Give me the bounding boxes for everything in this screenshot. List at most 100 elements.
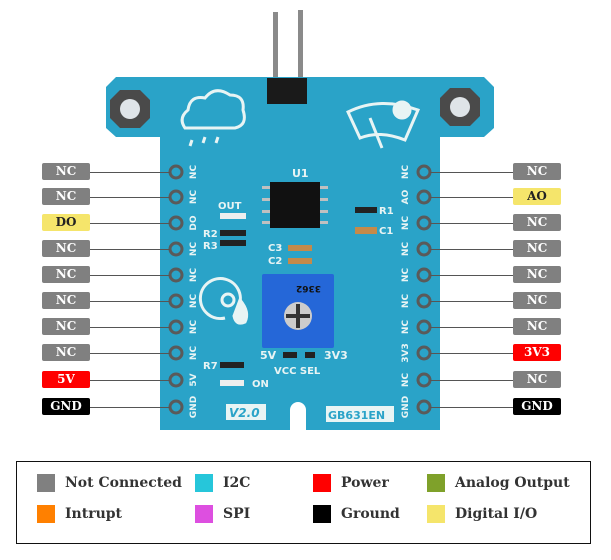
header-pin xyxy=(298,10,303,82)
header-housing xyxy=(267,78,307,104)
pin-label-left-8: NC xyxy=(42,344,90,361)
legend-label: I2C xyxy=(223,475,251,491)
pin-hole xyxy=(168,267,184,283)
silk-c3: C3 xyxy=(268,243,282,254)
silk-version: V2.0 xyxy=(229,406,260,420)
pin-leader-line xyxy=(90,327,170,328)
pin-label-right-5: NC xyxy=(513,266,561,283)
legend-item: I2C xyxy=(195,474,250,492)
capacitor-c2 xyxy=(288,258,312,264)
silk-pin-label: NC xyxy=(401,242,411,257)
pin-leader-line xyxy=(90,275,170,276)
pin-label-right-4: NC xyxy=(513,240,561,257)
silk-u1: U1 xyxy=(292,167,309,180)
silk-pot: 3362 xyxy=(296,283,321,293)
silk-c2: C2 xyxy=(268,256,282,267)
pin-leader-line xyxy=(90,407,170,408)
silk-r1: R1 xyxy=(379,206,394,217)
pin-leader-line xyxy=(90,301,170,302)
jumper-5v xyxy=(283,352,297,358)
legend-label: Analog Output xyxy=(455,475,570,491)
resistor-r1 xyxy=(355,207,377,213)
rain-cloud-icon xyxy=(180,89,246,147)
pin-hole xyxy=(168,345,184,361)
pin-leader-line xyxy=(430,327,513,328)
legend-label: Digital I/O xyxy=(455,506,538,522)
board-outline xyxy=(106,77,494,430)
jumper-3v3 xyxy=(305,352,315,358)
led-on xyxy=(220,380,244,386)
legend-item: Digital I/O xyxy=(427,505,537,523)
silk-pin-label: NC xyxy=(189,346,199,361)
legend-item: Not Connected xyxy=(37,474,182,492)
legend-swatch xyxy=(195,505,213,523)
silk-out: OUT xyxy=(218,201,242,212)
pin-leader-line xyxy=(430,249,513,250)
silk-pin-label: NC xyxy=(401,294,411,309)
legend-label: Ground xyxy=(341,506,400,522)
legend-item: Ground xyxy=(313,505,400,523)
pin-label-right-1: NC xyxy=(513,163,561,180)
header-pin xyxy=(273,12,278,82)
pin-hole xyxy=(416,399,432,415)
resistor-r3 xyxy=(220,240,246,246)
silk-pin-label: NC xyxy=(189,320,199,335)
sensor-board: U1 OUT R2 R3 R1 C1 C3 C2 3362 5V 3V3 VCC… xyxy=(106,10,494,430)
legend-swatch xyxy=(195,474,213,492)
capacitor-c3 xyxy=(288,245,312,251)
legend-swatch xyxy=(37,474,55,492)
pin-label-left-4: NC xyxy=(42,240,90,257)
pin-leader-line xyxy=(430,353,513,354)
silk-pin-label: 3V3 xyxy=(401,343,411,363)
pin-leader-line xyxy=(430,380,513,381)
pin-leader-line xyxy=(90,172,170,173)
pin-hole xyxy=(416,372,432,388)
silk-on: ON xyxy=(252,379,269,390)
silk-3v3: 3V3 xyxy=(324,349,348,362)
capacitor-c1 xyxy=(355,227,377,234)
pin-label-right-2: AO xyxy=(513,188,561,205)
pin-hole xyxy=(168,399,184,415)
pin-hole xyxy=(168,241,184,257)
legend-swatch xyxy=(427,474,445,492)
pin-leader-line xyxy=(430,223,513,224)
mounting-hole-left xyxy=(110,90,150,128)
pin-hole xyxy=(416,241,432,257)
silk-pin-label: NC xyxy=(189,242,199,257)
pin-leader-line xyxy=(430,172,513,173)
pin-hole xyxy=(416,189,432,205)
silk-pin-label: NC xyxy=(401,373,411,388)
pin-hole xyxy=(416,345,432,361)
pin-label-right-10: GND xyxy=(513,398,561,415)
pin-label-left-10: GND xyxy=(42,398,90,415)
silk-pin-label: GND xyxy=(189,396,199,418)
legend-label: Intrupt xyxy=(65,506,123,522)
pin-hole xyxy=(168,215,184,231)
gauge-water-icon xyxy=(198,277,249,325)
silk-vcc-sel: VCC SEL xyxy=(274,366,321,377)
silk-r2: R2 xyxy=(203,229,218,240)
pin-label-left-6: NC xyxy=(42,292,90,309)
pin-hole xyxy=(168,189,184,205)
silk-pin-label: DO xyxy=(189,215,199,230)
legend-item: SPI xyxy=(195,505,250,523)
pin-hole xyxy=(416,164,432,180)
silk-pin-label: GND xyxy=(401,396,411,418)
pin-hole xyxy=(168,372,184,388)
pin-label-left-9: 5V xyxy=(42,371,90,388)
resistor-r2 xyxy=(220,230,246,236)
silk-model: GB631EN xyxy=(328,409,385,422)
legend-swatch xyxy=(313,474,331,492)
silk-5v: 5V xyxy=(260,349,277,362)
silk-pin-label: 5V xyxy=(189,373,199,386)
pin-leader-line xyxy=(90,223,170,224)
wiper-icon xyxy=(346,100,421,149)
silk-r3: R3 xyxy=(203,241,218,252)
potentiometer[interactable] xyxy=(262,274,334,348)
pin-label-left-7: NC xyxy=(42,318,90,335)
legend-item: Power xyxy=(313,474,389,492)
legend-swatch xyxy=(427,505,445,523)
pin-leader-line xyxy=(430,407,513,408)
silk-pin-label: AO xyxy=(401,189,411,204)
pin-label-right-3: NC xyxy=(513,214,561,231)
